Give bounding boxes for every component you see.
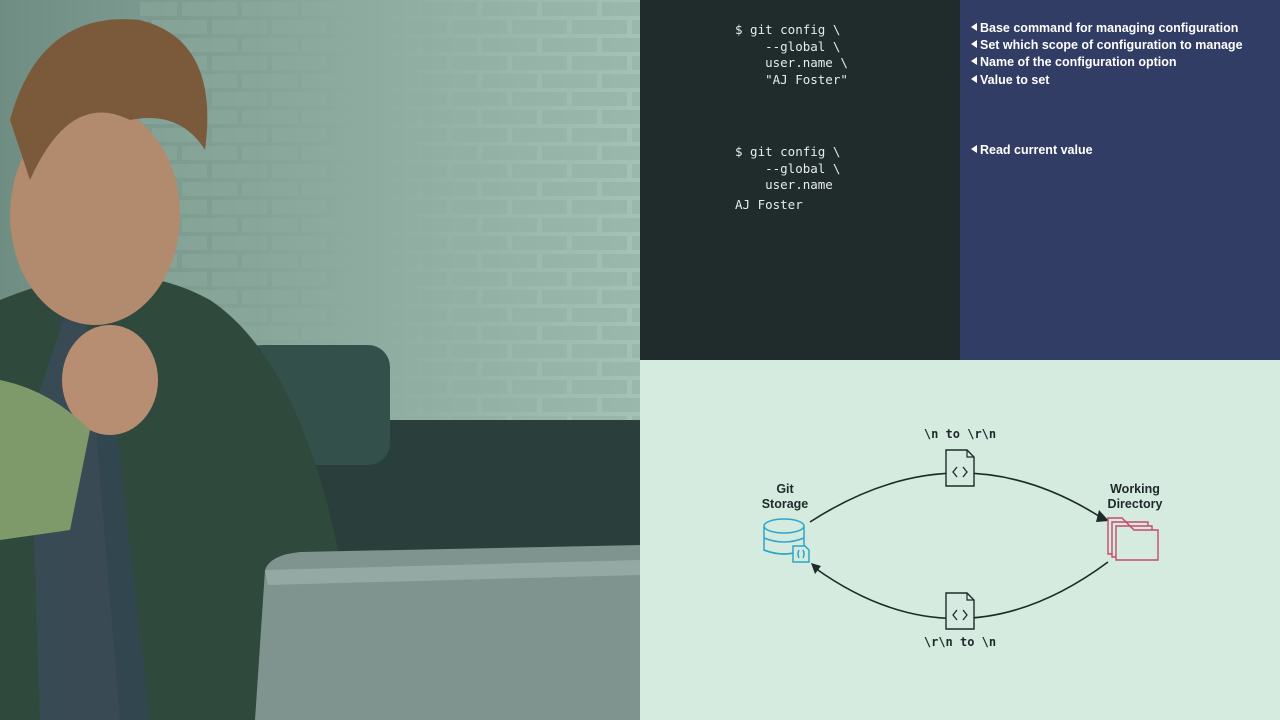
pointer-left-icon	[971, 145, 977, 153]
note-text: Set which scope of configuration to mana…	[980, 38, 1243, 52]
git-config-get-command: $ git config \ --global \ user.name	[735, 144, 841, 192]
pointer-left-icon	[971, 40, 977, 48]
pointer-left-icon	[971, 75, 977, 83]
note-text: Read current value	[980, 143, 1093, 157]
working-directory-label: Working Directory	[1095, 482, 1175, 512]
git-config-set-command: $ git config \ --global \ user.name \ "A…	[735, 22, 848, 87]
database-icon	[763, 518, 810, 563]
git-config-output: AJ Foster	[735, 197, 803, 212]
note-text: Base command for managing configuration	[980, 21, 1239, 35]
note-text: Name of the configuration option	[980, 55, 1177, 69]
code-panel: $ git config \ --global \ user.name \ "A…	[640, 0, 960, 360]
note-option-name: Name of the configuration option	[971, 55, 1177, 69]
folder-icon	[1107, 517, 1159, 561]
note-text: Value to set	[980, 73, 1050, 87]
pointer-left-icon	[971, 23, 977, 31]
pointer-left-icon	[971, 57, 977, 65]
arrowhead-icon	[1096, 510, 1109, 522]
person-at-laptop-photo	[0, 0, 640, 720]
photo-panel	[0, 0, 640, 720]
checkout-conversion-label: \n to \r\n	[923, 427, 997, 441]
working-directory-label-line2: Directory	[1107, 497, 1163, 511]
note-value: Value to set	[971, 73, 1049, 87]
code-file-icon	[945, 592, 975, 630]
git-storage-label-line1: Git	[776, 482, 794, 496]
git-storage-label-line2: Storage	[761, 497, 809, 511]
working-directory-label-line1: Working	[1110, 482, 1160, 496]
annotation-panel: Base command for managing configuration …	[960, 0, 1280, 360]
note-read: Read current value	[971, 143, 1093, 157]
git-storage-label: Git Storage	[752, 482, 818, 512]
commit-conversion-label: \r\n to \n	[923, 635, 997, 649]
diagram-graphics	[763, 449, 1159, 630]
code-file-icon	[945, 449, 975, 487]
note-base-command: Base command for managing configuration	[971, 21, 1238, 35]
line-ending-diagram: Git Storage Working Directory \n to \r\n…	[640, 360, 1280, 720]
note-scope: Set which scope of configuration to mana…	[971, 38, 1243, 52]
arrowhead-icon	[811, 563, 821, 574]
